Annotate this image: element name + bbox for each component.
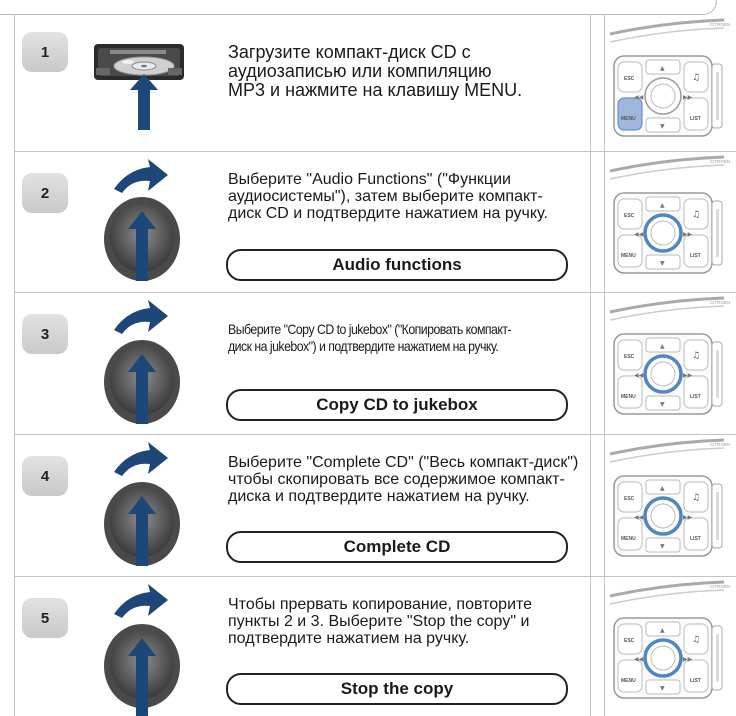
text-line: Загрузите компакт-диск CD с (228, 42, 471, 62)
svg-text:◀◀: ◀◀ (634, 94, 644, 101)
svg-text:LIST: LIST (690, 678, 701, 684)
step-5: 5 Чтобы прервать копирование, повторите … (14, 576, 736, 716)
menu-option-audio-functions[interactable]: Audio functions (226, 249, 568, 281)
svg-text:MENU: MENU (621, 394, 636, 400)
text-line: пункты 2 и 3. Выберите "Stop the copy" и (228, 613, 530, 630)
svg-text:▶▶: ▶▶ (683, 514, 693, 521)
svg-text:♫: ♫ (692, 493, 700, 503)
rotary-knob-icon (104, 300, 180, 424)
svg-text:ESC: ESC (624, 213, 635, 219)
step-number: 4 (22, 456, 68, 496)
control-panel-icon: CITROËN ESC MENU LIST ♫ ▲ ▼ ◀◀ ▶▶ (609, 580, 730, 699)
menu-key-highlight (617, 97, 643, 131)
svg-text:♫: ♫ (692, 210, 700, 220)
svg-text:▲: ▲ (660, 627, 665, 634)
svg-text:LIST: LIST (690, 394, 701, 400)
divider-left (14, 14, 15, 716)
text-line: аудиозаписью или компиляцию (228, 61, 492, 81)
svg-text:▶▶: ▶▶ (683, 372, 693, 379)
divider-right-b (604, 14, 605, 716)
menu-option-stop-the-copy[interactable]: Stop the copy (226, 673, 568, 705)
text-line: Выберите "Audio Functions" ("Функции (228, 171, 511, 188)
step-number: 3 (22, 314, 68, 354)
step-5-text: Чтобы прервать копирование, повторите пу… (228, 596, 532, 647)
control-panel-icon: CITROËN ESC MENU LIST ♫ ▲ ▼ ◀◀ ▶▶ (609, 296, 730, 415)
control-panel-diagram-4: CITROËN ESC MENU LIST ♫ ▲ ▼ ◀◀ ▶▶ (606, 436, 730, 565)
svg-text:▼: ▼ (660, 260, 665, 267)
svg-text:◀◀: ◀◀ (634, 372, 644, 379)
svg-text:▶▶: ▶▶ (683, 231, 693, 238)
svg-text:▲: ▲ (660, 202, 665, 209)
svg-text:ESC: ESC (624, 496, 635, 502)
control-panel-icon: CITROËN ESC MENU LIST ♫ ▲ ▼ ◀◀ ▶▶ (609, 18, 730, 137)
rotary-knob-icon (104, 159, 180, 281)
svg-text:♫: ♫ (692, 635, 700, 645)
svg-text:CITROËN: CITROËN (710, 583, 730, 589)
cd-insert-illustration (94, 44, 184, 130)
text-line: Выберите "Complete CD" ("Весь компакт-ди… (228, 454, 579, 471)
svg-text:CITROËN: CITROËN (710, 441, 730, 447)
svg-text:CITROËN: CITROËN (710, 299, 730, 305)
svg-text:♫: ♫ (692, 73, 700, 83)
svg-text:MENU: MENU (621, 116, 636, 122)
text-line: Выберите "Copy CD to jukebox" ("Копирова… (228, 321, 512, 337)
svg-text:ESC: ESC (624, 354, 635, 360)
step-2: 2 Выберите "Audio Functions" ("Функции а… (14, 151, 736, 293)
svg-text:MENU: MENU (621, 253, 636, 259)
svg-text:▲: ▲ (660, 65, 665, 72)
svg-text:◀◀: ◀◀ (634, 231, 644, 238)
text-line: диск на jukebox") и подтвердите нажатием… (228, 338, 499, 354)
step-3: 3 Выберите "Copy CD to jukebox" ("Копиро… (14, 292, 736, 435)
step-1-text: Загрузите компакт-диск CD с аудиозаписью… (228, 43, 522, 100)
text-line: диск CD и подтвердите нажатием на ручку. (228, 205, 548, 222)
svg-text:◀◀: ◀◀ (634, 514, 644, 521)
control-panel-diagram-5: CITROËN ESC MENU LIST ♫ ▲ ▼ ◀◀ ▶▶ (606, 578, 730, 707)
text-line: подтвердите нажатием на ручку. (228, 630, 470, 647)
svg-text:LIST: LIST (690, 536, 701, 542)
step-2-text: Выберите "Audio Functions" ("Функции ауд… (228, 171, 548, 222)
svg-text:CITROËN: CITROËN (710, 21, 730, 27)
svg-text:MENU: MENU (621, 678, 636, 684)
svg-text:▼: ▼ (660, 543, 665, 550)
step-1: 1 Загрузите компакт-диск CD с аудиозапис… (14, 14, 736, 152)
control-panel-diagram-2: CITROËN ESC MENU LIST ♫ ▲ ▼ ◀◀ ▶▶ (606, 153, 730, 282)
svg-text:LIST: LIST (690, 253, 701, 259)
text-line: MP3 и нажмите на клавишу MENU. (228, 80, 523, 100)
control-panel-icon: CITROËN ESC MENU LIST ♫ ▲ ▼ ◀◀ ▶▶ (609, 155, 730, 274)
control-panel-diagram-3: CITROËN ESC MENU LIST ♫ ▲ ▼ ◀◀ ▶▶ (606, 294, 730, 423)
svg-text:LIST: LIST (690, 116, 701, 122)
svg-text:▼: ▼ (660, 685, 665, 692)
svg-text:ESC: ESC (624, 638, 635, 644)
step-4: 4 Выберите "Complete CD" ("Весь компакт-… (14, 434, 736, 577)
text-line: аудиосистемы"), затем выберите компакт- (228, 188, 543, 205)
svg-text:◀◀: ◀◀ (634, 656, 644, 663)
page-top-border (0, 0, 717, 15)
step-4-text: Выберите "Complete CD" ("Весь компакт-ди… (228, 454, 578, 505)
svg-text:♫: ♫ (692, 351, 700, 361)
text-line: диска и подтвердите нажатием на ручку. (228, 488, 530, 505)
svg-text:▼: ▼ (660, 401, 665, 408)
step-number: 1 (22, 32, 68, 72)
svg-text:▲: ▲ (660, 485, 665, 492)
step-number: 5 (22, 598, 68, 638)
svg-text:▼: ▼ (660, 123, 665, 130)
divider-right-a (590, 14, 591, 716)
svg-text:ESC: ESC (624, 76, 635, 82)
step-number: 2 (22, 173, 68, 213)
step-3-text: Выберите "Copy CD to jukebox" ("Копирова… (228, 321, 512, 355)
rotary-knob-icon (104, 584, 180, 716)
svg-text:▶▶: ▶▶ (683, 94, 693, 101)
control-panel-diagram-1: CITROËN ESC MENU LIST ♫ ▲ ▼ ◀◀ ▶▶ (606, 16, 730, 145)
rotary-knob-icon (104, 442, 180, 566)
text-line: чтобы скопировать все содержимое компакт… (228, 471, 565, 488)
text-line: Чтобы прервать копирование, повторите (228, 596, 533, 613)
svg-text:CITROËN: CITROËN (710, 158, 730, 164)
svg-text:▶▶: ▶▶ (683, 656, 693, 663)
svg-text:MENU: MENU (621, 536, 636, 542)
svg-text:▲: ▲ (660, 343, 665, 350)
menu-option-complete-cd[interactable]: Complete CD (226, 531, 568, 563)
menu-option-copy-cd-to-jukebox[interactable]: Copy CD to jukebox (226, 389, 568, 421)
control-panel-icon: CITROËN ESC MENU LIST ♫ ▲ ▼ ◀◀ ▶▶ (609, 438, 730, 557)
